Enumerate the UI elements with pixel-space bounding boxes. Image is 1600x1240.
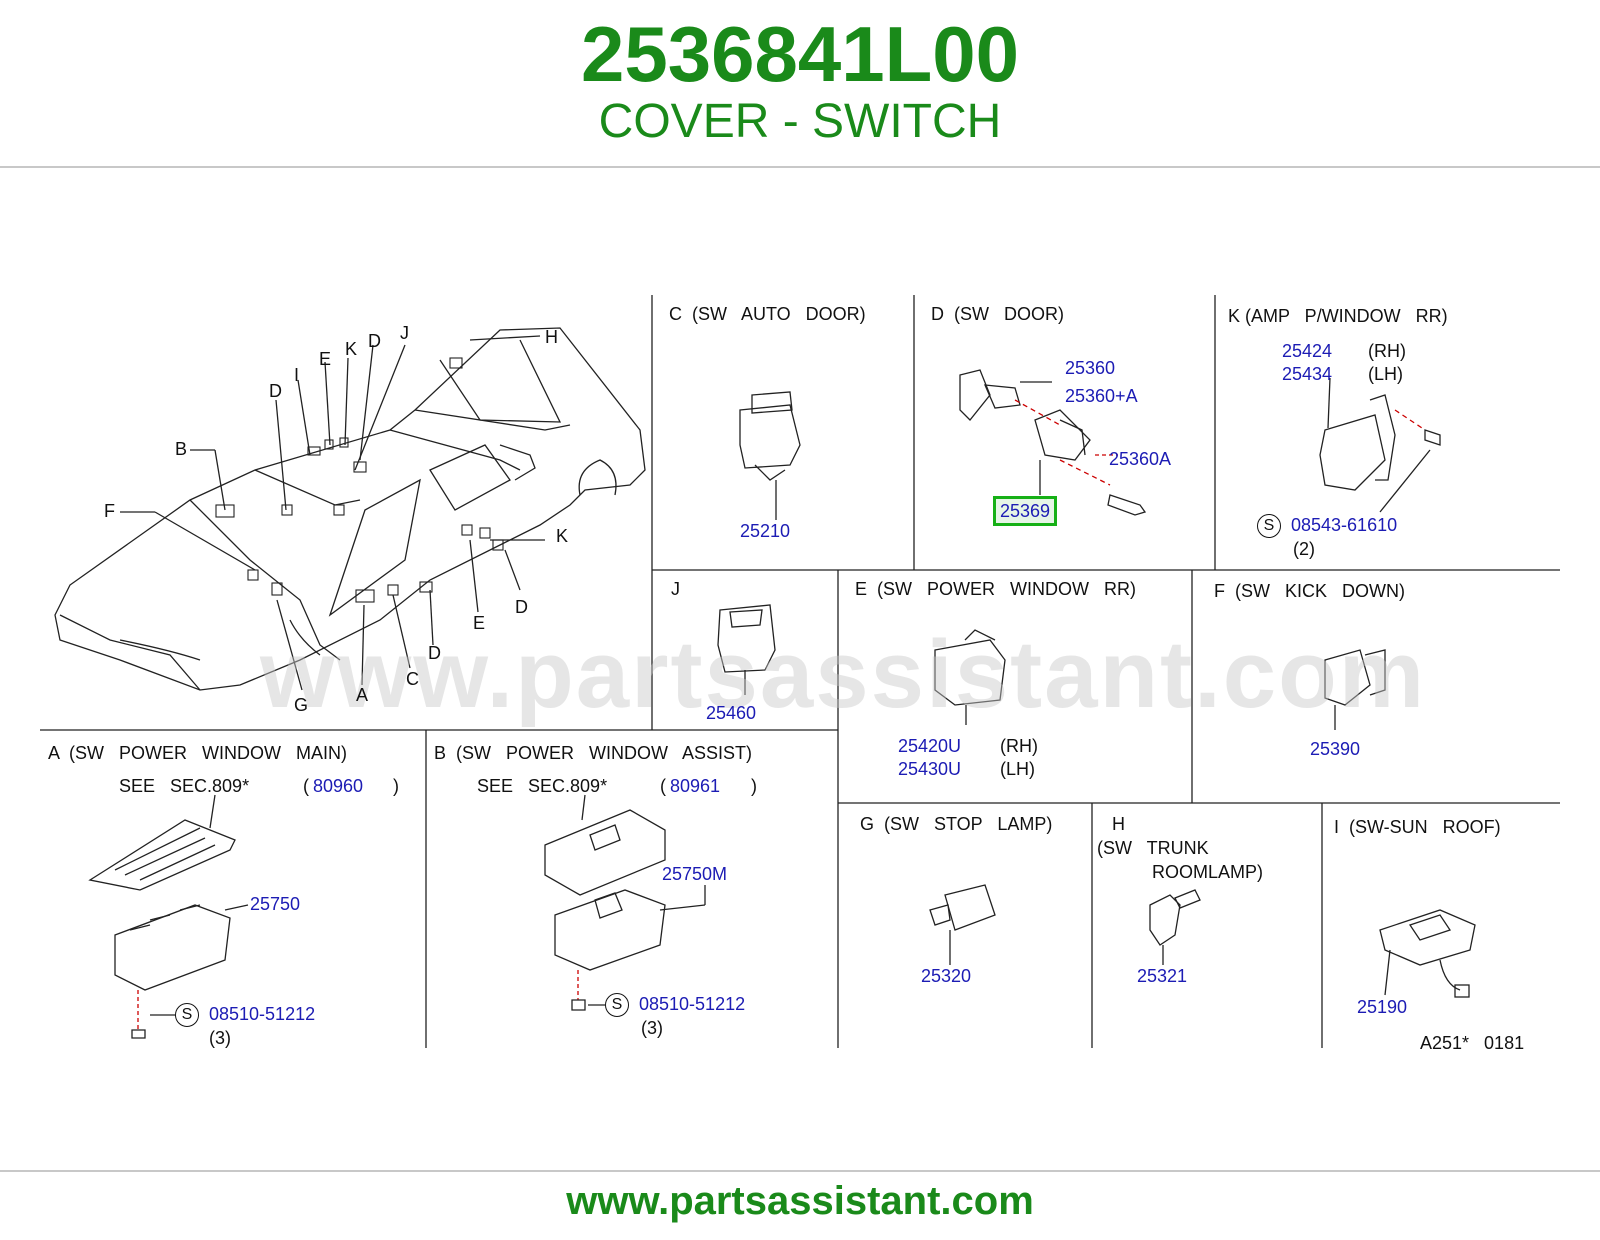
- car-letter-k: K: [556, 526, 569, 546]
- part-name-subtitle: COVER - SWITCH: [598, 95, 1002, 148]
- part-link-25360[interactable]: 25360: [1065, 358, 1116, 378]
- part-link-25750[interactable]: 25750: [250, 894, 301, 914]
- standard-part-s-icon: S: [605, 993, 629, 1017]
- car-letter-e: E: [319, 349, 332, 369]
- section-f-title: F (SW KICK DOWN): [1214, 581, 1405, 601]
- section-j-title: J: [671, 579, 680, 599]
- section-ref-link-80960[interactable]: 80960: [313, 776, 364, 796]
- part-link-25360-plus-a[interactable]: 25360+A: [1065, 386, 1138, 406]
- car-letter-f: F: [104, 501, 115, 521]
- part-link-25460[interactable]: 25460: [706, 703, 757, 723]
- header-divider: [0, 166, 1600, 168]
- note-lh: (LH): [1368, 364, 1403, 384]
- part-link-25360a[interactable]: 25360A: [1109, 449, 1172, 469]
- car-letter-d: D: [428, 643, 441, 663]
- section-h-subtitle-2: ROOMLAMP): [1152, 862, 1264, 882]
- part-link-25390[interactable]: 25390: [1310, 739, 1361, 759]
- car-letter-e: E: [473, 613, 486, 633]
- part-link-25210[interactable]: 25210: [740, 521, 791, 541]
- note-rh: (RH): [1368, 341, 1406, 361]
- section-h-title: H: [1112, 814, 1125, 834]
- quantity-note: (3): [209, 1028, 231, 1048]
- section-b-title: B (SW POWER WINDOW ASSIST): [434, 743, 753, 763]
- section-c-title: C (SW AUTO DOOR): [669, 304, 866, 324]
- standard-part-s-icon: S: [1257, 514, 1281, 538]
- footer-divider: [0, 1170, 1600, 1172]
- see-ref-open: (: [660, 776, 666, 796]
- diagram-reference-code: A251* 0181: [1420, 1033, 1525, 1053]
- see-ref-close: ): [751, 776, 757, 796]
- note-rh: (RH): [1000, 736, 1038, 756]
- part-link-25430u[interactable]: 25430U: [898, 759, 962, 779]
- section-k-title: K (AMP P/WINDOW RR): [1228, 306, 1448, 326]
- section-i-title: I (SW-SUN ROOF): [1334, 817, 1501, 837]
- car-letter-b: B: [175, 439, 188, 459]
- car-letter-g: G: [294, 695, 309, 715]
- part-link-25750m[interactable]: 25750M: [662, 864, 728, 884]
- standard-part-s-icon: S: [175, 1003, 199, 1027]
- section-d-title: D (SW DOOR): [931, 304, 1064, 324]
- highlighted-part-25369[interactable]: 25369: [993, 496, 1058, 526]
- car-letter-c: C: [406, 669, 419, 689]
- note-lh: (LH): [1000, 759, 1035, 779]
- quantity-note: (2): [1293, 539, 1315, 559]
- car-letter-h: H: [545, 327, 558, 347]
- part-link-25321[interactable]: 25321: [1137, 966, 1188, 986]
- car-letter-d: D: [269, 381, 282, 401]
- part-link-25420u[interactable]: 25420U: [898, 736, 962, 756]
- car-letter-k: K: [345, 339, 358, 359]
- section-h-subtitle-1: (SW TRUNK: [1097, 838, 1209, 858]
- car-letter-j: J: [400, 323, 409, 343]
- part-link-25320[interactable]: 25320: [921, 966, 972, 986]
- part-number-title: 2536841L00: [580, 10, 1020, 98]
- part-link-08510-51212[interactable]: 08510-51212: [209, 1004, 316, 1024]
- see-ref-open: (: [303, 776, 309, 796]
- see-section-note: SEE SEC.809*: [477, 776, 608, 796]
- section-a-title: A (SW POWER WINDOW MAIN): [48, 743, 347, 763]
- car-letter-i: I: [294, 365, 300, 385]
- car-letter-d: D: [368, 331, 381, 351]
- see-section-note: SEE SEC.809*: [119, 776, 250, 796]
- part-link-08510-51212[interactable]: 08510-51212: [639, 994, 746, 1014]
- quantity-note: (3): [641, 1018, 663, 1038]
- watermark: www.partsassistant.com: [260, 621, 1427, 728]
- part-link-08543-61610[interactable]: 08543-61610: [1291, 515, 1398, 535]
- part-link-25190[interactable]: 25190: [1357, 997, 1408, 1017]
- see-ref-close: ): [393, 776, 399, 796]
- section-e-title: E (SW POWER WINDOW RR): [855, 579, 1136, 599]
- section-g-title: G (SW STOP LAMP): [860, 814, 1053, 834]
- car-letter-d: D: [515, 597, 528, 617]
- section-ref-link-80961[interactable]: 80961: [670, 776, 721, 796]
- footer-site-link[interactable]: www.partsassistant.com: [566, 1179, 1034, 1223]
- part-link-25424[interactable]: 25424: [1282, 341, 1333, 361]
- car-letter-a: A: [356, 685, 369, 705]
- part-link-25434[interactable]: 25434: [1282, 364, 1333, 384]
